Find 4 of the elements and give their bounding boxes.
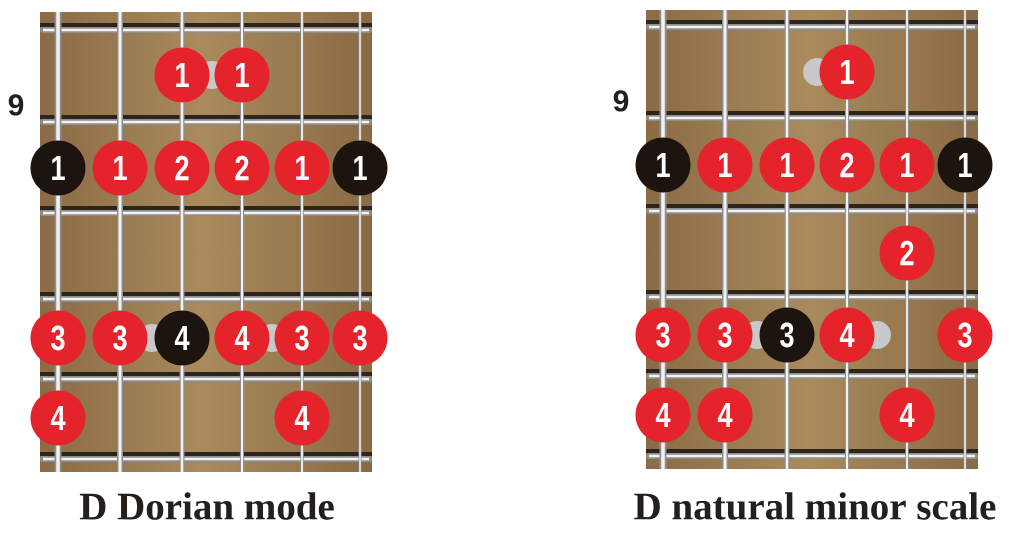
fret-number: 9 [613, 90, 629, 112]
fret-number: 9 [8, 94, 24, 116]
caption: D natural minor scale [634, 492, 996, 520]
caption: D Dorian mode [79, 492, 334, 520]
